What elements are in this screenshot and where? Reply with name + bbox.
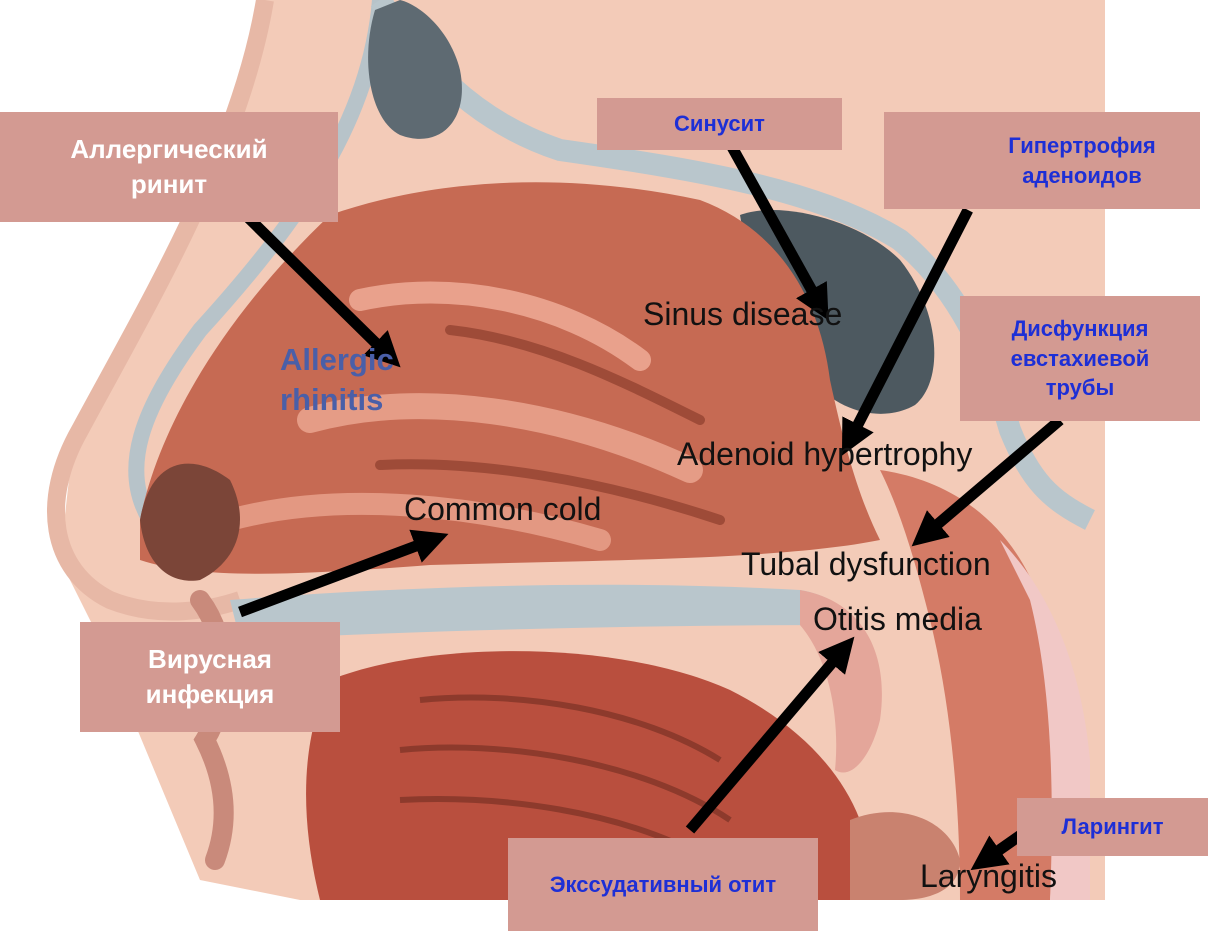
callout-adenoid-hypertrophy: Гипертрофия аденоидов xyxy=(884,112,1200,209)
callout-sinusitis: Синусит xyxy=(597,98,842,150)
callout-adenoid-hypertrophy-text: Гипертрофия аденоидов xyxy=(982,131,1182,190)
callout-viral-infection-text: Вирусная инфекция xyxy=(110,642,310,712)
callout-allergic-rhinitis: Аллергический ринит xyxy=(0,112,338,222)
callout-viral-infection: Вирусная инфекция xyxy=(80,622,340,732)
callout-laryngitis: Ларингит xyxy=(1017,798,1208,856)
label-otitis-media: Otitis media xyxy=(813,603,982,635)
callout-tubal-dysfunction-text: Дисфункция евстахиевой трубы xyxy=(990,314,1170,403)
callout-allergic-rhinitis-text: Аллергический ринит xyxy=(39,132,299,202)
label-allergic-rhinitis: Allergic rhinitis xyxy=(280,340,420,421)
callout-otitis-text: Экссудативный отит xyxy=(543,870,783,900)
label-tubal-dysfunction: Tubal dysfunction xyxy=(741,548,991,580)
label-sinus-disease: Sinus disease xyxy=(643,298,842,330)
callout-sinusitis-text: Синусит xyxy=(674,109,765,139)
callout-laryngitis-text: Ларингит xyxy=(1062,812,1164,842)
label-adenoid-hypertrophy: Adenoid hypertrophy xyxy=(677,438,972,470)
label-laryngitis-en: Laryngitis xyxy=(920,860,1057,892)
callout-otitis: Экссудативный отит xyxy=(508,838,818,931)
label-common-cold: Common cold xyxy=(404,493,601,525)
callout-tubal-dysfunction: Дисфункция евстахиевой трубы xyxy=(960,296,1200,421)
